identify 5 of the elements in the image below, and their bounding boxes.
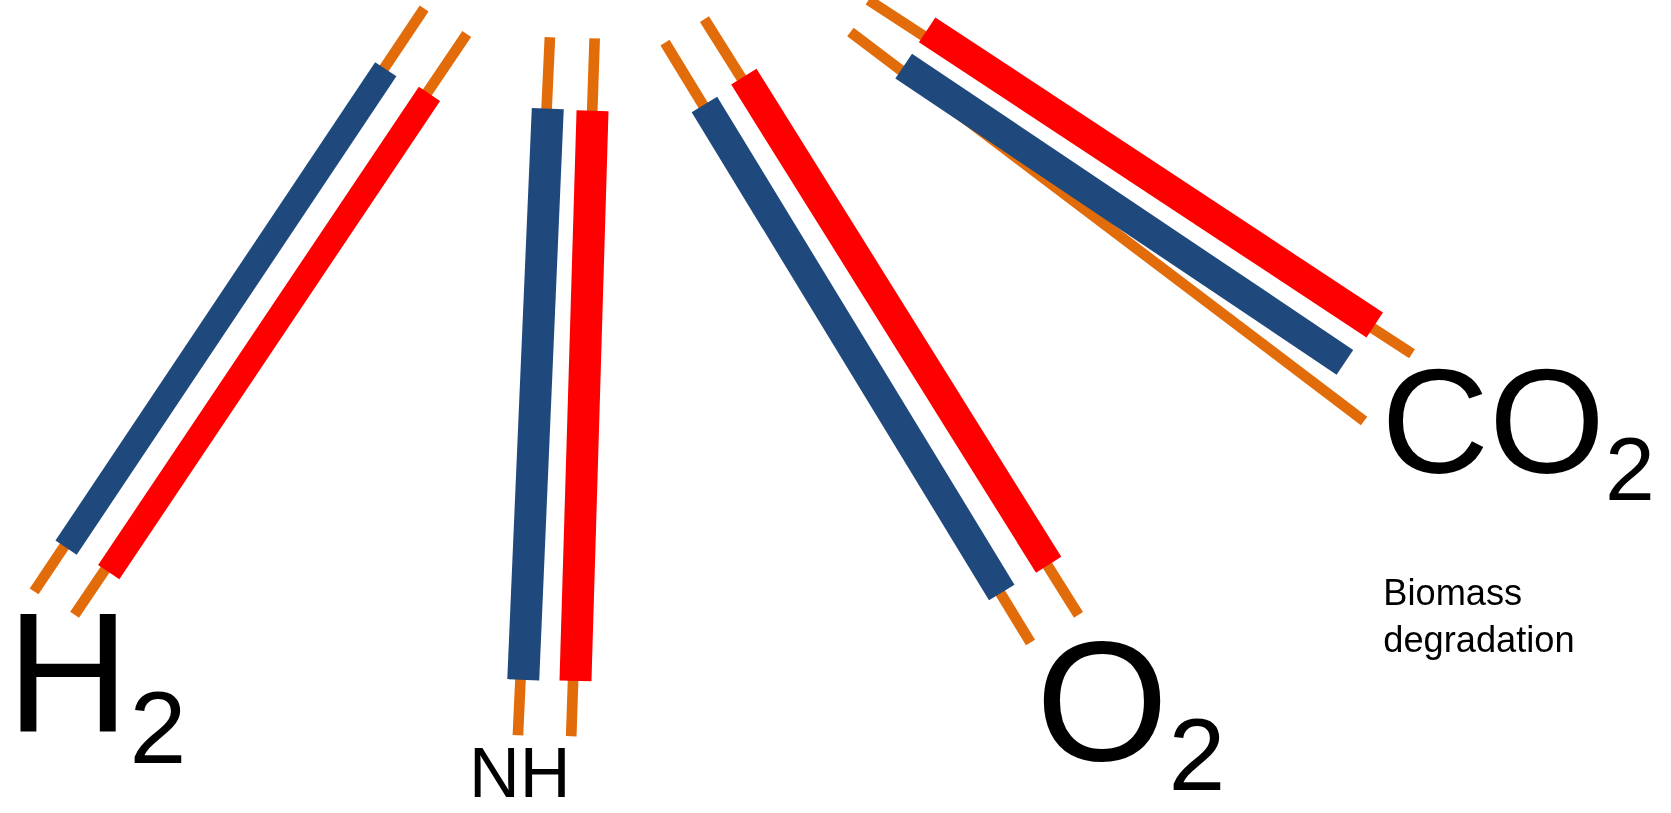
formula-label: H$_{2}$ (6, 588, 187, 779)
caption-text: Biomass degradation (1383, 571, 1576, 662)
formula-label: CO$_{2}$ (1381, 347, 1655, 514)
formula-label: O$_{2}$ (1035, 615, 1226, 807)
formula-label: NH (468, 737, 571, 808)
